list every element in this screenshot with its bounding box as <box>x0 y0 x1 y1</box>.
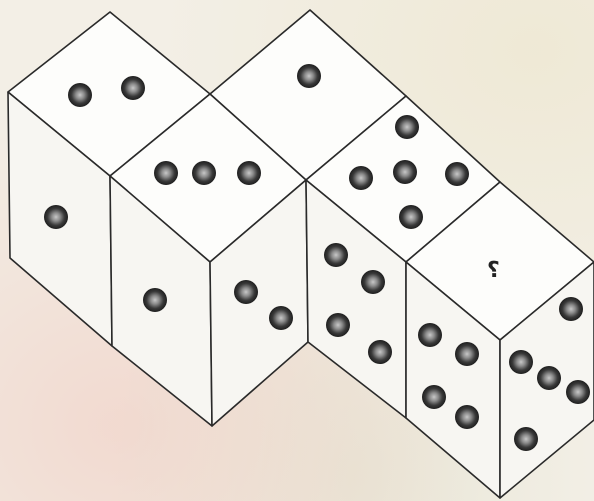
pip <box>455 405 479 429</box>
pip <box>399 205 423 229</box>
pip <box>297 64 321 88</box>
pip <box>537 366 561 390</box>
pip <box>326 313 350 337</box>
pip <box>455 342 479 366</box>
pip <box>269 306 293 330</box>
pip <box>121 76 145 100</box>
pip <box>509 350 533 374</box>
pip <box>361 270 385 294</box>
die-2-left-pips <box>143 288 167 312</box>
pip <box>192 161 216 185</box>
pip <box>559 297 583 321</box>
die-3-top-pips <box>297 64 321 88</box>
die-1-left-pips <box>44 205 68 229</box>
pip <box>418 323 442 347</box>
pip <box>566 380 590 404</box>
pip <box>44 205 68 229</box>
pip <box>234 280 258 304</box>
pip <box>154 161 178 185</box>
pip <box>324 243 348 267</box>
pip <box>445 162 469 186</box>
pip <box>393 160 417 184</box>
pip <box>395 115 419 139</box>
pip <box>237 161 261 185</box>
pip <box>514 427 538 451</box>
die-2-top-pips <box>154 161 261 185</box>
pip <box>368 340 392 364</box>
pip <box>68 83 92 107</box>
pip <box>349 166 373 190</box>
pip <box>143 288 167 312</box>
unknown-question-mark: ؟ <box>487 258 500 283</box>
pip <box>422 385 446 409</box>
